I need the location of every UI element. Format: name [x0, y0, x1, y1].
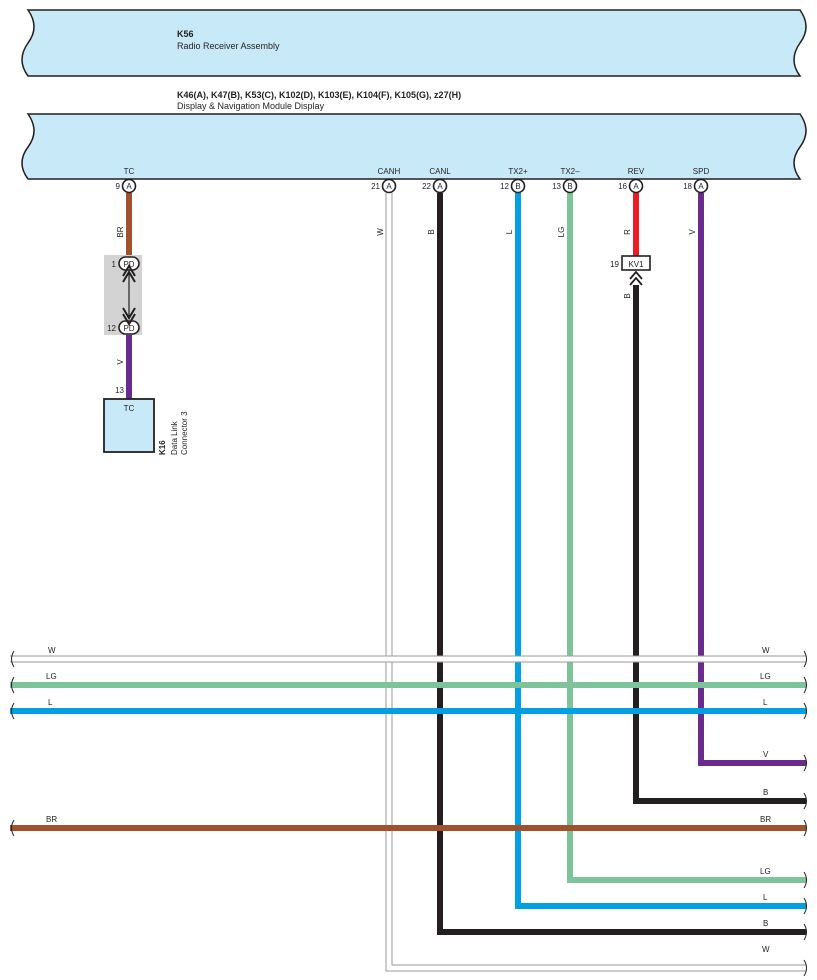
wire-lg-tx2m[interactable] [567, 193, 806, 883]
pd-bottom-label: PD [123, 324, 134, 333]
pin-number-canh: 21 [371, 182, 380, 191]
pd-top-pin: 1 [112, 260, 117, 269]
bus-label-right-br: BR [760, 815, 771, 824]
pin-connector-tx2m[interactable]: B [562, 178, 578, 194]
pd-down-chevron-icon [122, 307, 136, 326]
dlc-name-line1: Data Link [170, 420, 179, 455]
wire-color-label-tc: BR [116, 226, 125, 237]
exit-label-l: L [763, 893, 768, 902]
kv1-chevron-icon [629, 270, 643, 286]
radio-receiver-component[interactable]: K56 Radio Receiver Assembly [21, 9, 807, 77]
exit-label-v: V [763, 750, 769, 759]
left-break-markers [11, 650, 15, 837]
pin-connector-letter: B [515, 182, 520, 191]
pin-connector-letter: A [437, 182, 443, 191]
bus-label-right-l: L [763, 698, 768, 707]
radio-receiver-code: K56 [177, 29, 194, 39]
exit-label-lg: LG [760, 867, 771, 876]
pin-connector-letter: A [698, 182, 704, 191]
exit-label-b1: B [763, 788, 768, 797]
bus-label-right-w: W [762, 646, 770, 655]
display-module-codes: K46(A), K47(B), K53(C), K102(D), K103(E)… [177, 90, 461, 100]
terminal-name-canl: CANL [429, 167, 451, 176]
display-module-component[interactable] [21, 113, 807, 180]
terminal-name-tx2p: TX2+ [508, 167, 528, 176]
wire-color-label-canh: W [376, 228, 385, 236]
wire-b-canl[interactable] [437, 193, 806, 935]
bus-label-left-l: L [48, 698, 53, 707]
wire-color-label-tx2p: L [505, 229, 514, 234]
terminal-name-tc: TC [124, 167, 135, 176]
pin-connector-spd[interactable]: A [693, 178, 709, 194]
right-break-markers [803, 650, 807, 977]
pin-connector-tx2p[interactable]: B [510, 178, 526, 194]
wire-l-tx2p[interactable] [515, 193, 806, 909]
pin-connector-tc[interactable]: A [121, 178, 137, 194]
data-link-connector[interactable]: TC [103, 398, 155, 453]
dlc-name-line2: Connector 3 [180, 411, 189, 455]
pin-connector-canh[interactable]: A [381, 178, 397, 194]
bus-label-left-w: W [48, 646, 56, 655]
pin-number-rev: 16 [618, 182, 627, 191]
terminal-name-canh: CANH [378, 167, 401, 176]
dlc-code: K16 [158, 440, 167, 455]
bus-label-left-lg: LG [46, 672, 57, 681]
pin-number-canl: 22 [422, 182, 431, 191]
pd-bottom-pin: 12 [107, 324, 116, 333]
exit-label-w: W [762, 945, 770, 954]
pin-connector-letter: B [567, 182, 572, 191]
bus-label-right-lg: LG [760, 672, 771, 681]
kv1-label: KV1 [628, 260, 644, 269]
pin-number-tc: 9 [116, 182, 121, 191]
terminal-name-spd: SPD [693, 167, 710, 176]
dlc-terminal: TC [124, 404, 135, 413]
pd-lower-wire-color: V [116, 359, 125, 365]
terminal-name-rev: REV [628, 167, 645, 176]
wire-v-spd[interactable] [698, 193, 806, 766]
wire-color-label-tx2m: LG [557, 227, 566, 238]
wire-w-canh[interactable] [385, 193, 806, 972]
kv1-pin: 19 [610, 260, 619, 269]
wire-color-label-rev: R [623, 229, 632, 235]
pin-connector-letter: A [126, 182, 132, 191]
pd-junction[interactable]: PD PD [104, 255, 142, 335]
pin-connector-rev[interactable]: A [628, 178, 644, 194]
radio-receiver-name: Radio Receiver Assembly [177, 41, 280, 51]
dlc-pin-number: 13 [115, 386, 124, 395]
kv1-lower-wire-color: B [623, 293, 632, 298]
pin-connector-letter: A [386, 182, 392, 191]
display-module-name: Display & Navigation Module Display [177, 101, 325, 111]
pin-number-tx2m: 13 [552, 182, 561, 191]
kv1-connector[interactable]: KV1 [621, 255, 651, 286]
bus-label-left-br: BR [46, 815, 57, 824]
exit-label-b2: B [763, 919, 768, 928]
wire-color-label-canl: B [427, 229, 436, 234]
pin-connector-canl[interactable]: A [432, 178, 448, 194]
pin-number-spd: 18 [683, 182, 692, 191]
wire-color-label-spd: V [688, 229, 697, 235]
pd-up-chevron-icon [122, 264, 136, 283]
terminal-name-tx2m: TX2– [560, 167, 580, 176]
pin-connector-letter: A [633, 182, 639, 191]
wire-b-kv1[interactable] [633, 285, 806, 804]
pin-number-tx2p: 12 [500, 182, 509, 191]
